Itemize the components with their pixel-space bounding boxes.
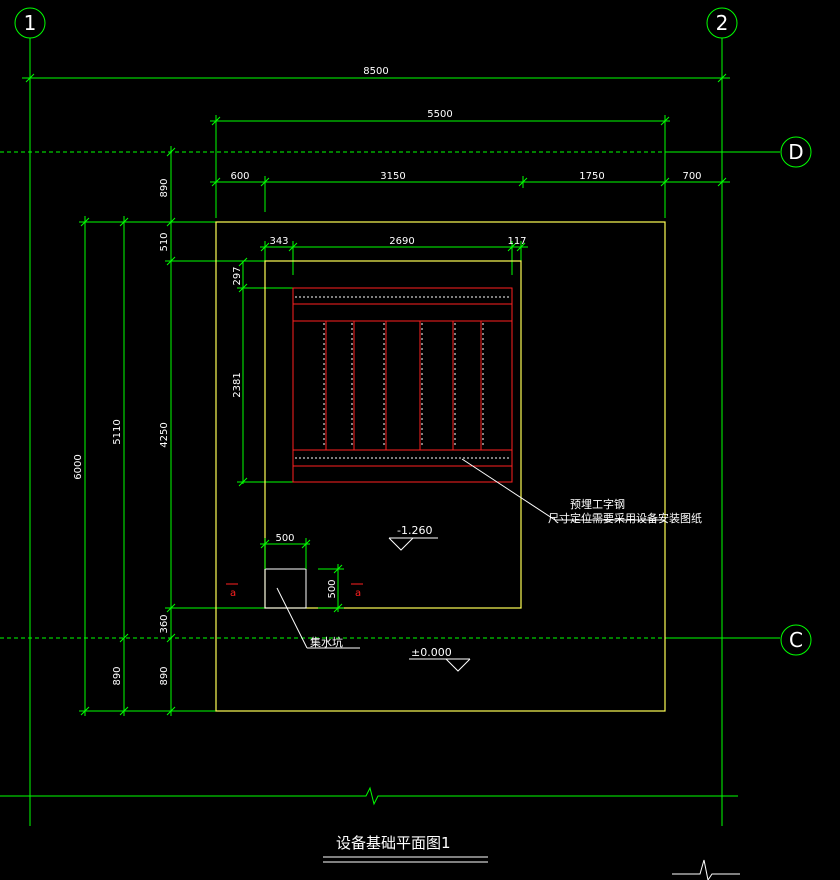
- axis-label-2: 2: [716, 11, 729, 35]
- axis-bubble-1: 1: [14, 7, 46, 39]
- dim-890-bottom-outer: 890: [112, 666, 123, 685]
- axis-bubble-2: 2: [706, 7, 738, 39]
- embedded-steel-frame: [292, 287, 513, 483]
- axis-bubble-D: D: [780, 136, 812, 168]
- pit-label: 集水坑: [310, 635, 343, 649]
- section-mark-right: a: [351, 583, 363, 599]
- left-dimension-5110: 5110 890: [112, 216, 129, 716]
- level-mark-pit: -1.260: [388, 524, 438, 551]
- dim-117: 117: [507, 236, 526, 247]
- dim-890-bottom: 890: [159, 666, 170, 685]
- dim-6000: 6000: [73, 454, 84, 479]
- dim-8500: 8500: [363, 66, 388, 77]
- dim-1750: 1750: [579, 171, 604, 182]
- break-line: [0, 786, 738, 806]
- dim-pit-500: 500: [275, 533, 294, 544]
- axis-label-1: 1: [24, 11, 37, 35]
- drawing-title: 设备基础平面图1: [336, 834, 451, 852]
- axis-label-C: C: [789, 628, 803, 652]
- pit-depth-dimension: 500: [318, 564, 344, 613]
- dim-2690: 2690: [389, 236, 414, 247]
- dim-5110: 5110: [112, 419, 123, 444]
- dim-2381: 2381: [232, 372, 243, 397]
- top-dimension-5500: 5500: [210, 109, 670, 218]
- dim-3150: 3150: [380, 171, 405, 182]
- steel-label-line-2: 尺寸定位需要采用设备安装图纸: [548, 511, 702, 525]
- steel-dimension-chain: 343 2690 117: [260, 236, 528, 275]
- dim-700: 700: [682, 171, 701, 182]
- dim-360: 360: [159, 614, 170, 633]
- pit-area-outline: [264, 260, 522, 609]
- section-mark-left: a: [226, 583, 238, 599]
- dim-600: 600: [230, 171, 249, 182]
- drawing-title-block: 设备基础平面图1: [323, 834, 488, 863]
- level-pit-text: -1.260: [397, 524, 432, 537]
- axis-label-D: D: [788, 140, 803, 164]
- dim-510: 510: [159, 232, 170, 251]
- dim-4250: 4250: [159, 422, 170, 447]
- dim-5500: 5500: [427, 109, 452, 120]
- corner-break-mark: [672, 859, 740, 880]
- dim-297: 297: [232, 266, 243, 285]
- level-mark-ground: ±0.000: [409, 646, 471, 672]
- axis-bubble-C: C: [780, 624, 812, 656]
- grid-lines: [0, 38, 780, 826]
- top-dimension-chain-2: 600 3150 1750 700: [210, 171, 730, 212]
- pit-leader: 集水坑: [276, 587, 360, 649]
- left-dimension-6000: 6000: [73, 216, 216, 716]
- section-mark-left-label: a: [230, 588, 236, 599]
- dim-343: 343: [269, 236, 288, 247]
- left-dimension-chain-inner: 890 510 4250 360 890: [159, 146, 265, 716]
- steel-label-line-1: 预埋工字钢: [570, 497, 625, 511]
- top-dimension-8500: 8500: [22, 66, 730, 83]
- sump-pit-outline: [264, 568, 307, 609]
- foundation-outer-outline: [215, 221, 666, 712]
- pit-width-dimension: 500: [260, 533, 311, 569]
- dim-890-top: 890: [159, 178, 170, 197]
- steel-left-dimension: 297 2381: [232, 257, 293, 487]
- steel-leader: 预埋工字钢 尺寸定位需要采用设备安装图纸: [461, 458, 702, 525]
- dim-pit-500-vertical: 500: [327, 579, 338, 598]
- level-ground-text: ±0.000: [411, 646, 452, 659]
- section-mark-right-label: a: [355, 588, 361, 599]
